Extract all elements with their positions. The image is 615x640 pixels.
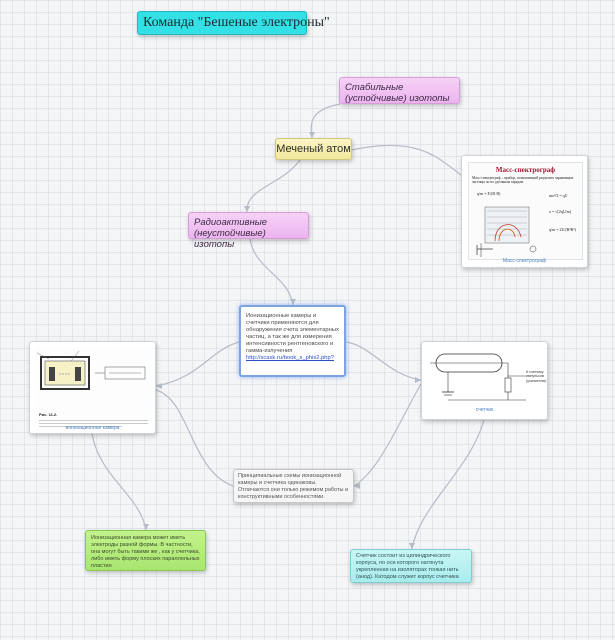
- counter-label-lines: К счетчику импульсов (усилителю): [526, 370, 546, 383]
- chamber-schematic: [36, 350, 146, 390]
- labeled-atom-node[interactable]: Меченый атом: [275, 138, 352, 160]
- link-atom-spectro: [351, 144, 462, 176]
- link-atom-radioactive: [246, 159, 301, 213]
- chamber-figure-rule-1: [39, 420, 148, 421]
- counter-label-3: (усилителю): [526, 378, 547, 383]
- chamber-note-text: Ионизационная камера может иметь электро…: [91, 535, 200, 569]
- chambers-info-link[interactable]: http://scask.ru/book_s_phis2.php?: [246, 355, 334, 361]
- counter-label-2: импульсов: [526, 374, 544, 379]
- stable-isotopes-node[interactable]: Стабильные (устойчивые) изотопы: [339, 77, 460, 104]
- link-chamber-diff: [155, 389, 234, 487]
- radioactive-isotopes-node[interactable]: Радиоактивные (неустойчивые) изотопы: [188, 212, 309, 250]
- spectrograph-schematic: [476, 206, 537, 257]
- spectro-formula-1: q/m = E/(B·B): [477, 191, 501, 196]
- spectro-caption[interactable]: Масс-спектрограф: [502, 258, 547, 264]
- diagram-title[interactable]: Команда "Бешеные электроны": [137, 11, 330, 35]
- spectro-definition: Масс-спектрограф – прибор, позволяющий р…: [472, 176, 574, 185]
- link-counter-diff: [353, 383, 422, 487]
- differences-node[interactable]: Принципиальные схемы ионизационной камер…: [233, 469, 354, 503]
- chambers-info-text: Ионизационные камеры и счетчики применяю…: [246, 313, 339, 354]
- ionization-chamber-card[interactable]: Рис. 11.2. ионизационная камера: [29, 341, 156, 434]
- link-info-counter: [345, 341, 422, 381]
- chamber-figure-rule-3: [39, 426, 122, 427]
- link-stable-atom: [310, 103, 341, 139]
- counter-note-text: Счетчик состоит из цилиндрического корпу…: [356, 553, 459, 580]
- spectro-formula-3: υ = √(2qU/m): [549, 209, 572, 214]
- ionization-chamber-image: Рис. 11.2.: [35, 347, 152, 427]
- radioactive-isotopes-text: Радиоактивные (неустойчивые) изотопы: [194, 217, 267, 250]
- chamber-figure-label: Рис. 11.2.: [39, 412, 58, 417]
- mass-spectrograph-image: Масс-спектрограф Масс-спектрограф – приб…: [468, 162, 583, 260]
- counter-note-node[interactable]: Счетчик состоит из цилиндрического корпу…: [350, 549, 472, 583]
- counter-caption[interactable]: счетчик: [475, 407, 494, 413]
- counter-schematic: [430, 353, 526, 401]
- mass-spectrograph-card[interactable]: Масс-спектрограф Масс-спектрограф – приб…: [461, 155, 588, 268]
- diagram-title-text: Команда "Бешеные электроны": [143, 15, 330, 30]
- counter-card[interactable]: К счетчику импульсов (усилителю) счетчик: [421, 341, 548, 420]
- spectro-heading: Масс-спектрограф: [495, 166, 556, 174]
- link-chamber-green: [91, 433, 147, 531]
- link-info-chamber: [155, 341, 240, 387]
- link-counter-cyan: [411, 419, 485, 550]
- chamber-note-node[interactable]: Ионизационная камера может иметь электро…: [85, 530, 206, 571]
- link-radioactive-info: [249, 238, 294, 306]
- chamber-caption[interactable]: ионизационная камера: [65, 425, 120, 431]
- chambers-info-node[interactable]: Ионизационные камеры и счетчики применяю…: [239, 305, 346, 377]
- chamber-figure-rule-2: [39, 423, 148, 424]
- differences-text: Принципиальные схемы ионизационной камер…: [238, 473, 349, 500]
- labeled-atom-text: Меченый атом: [276, 143, 351, 155]
- spectro-formula-2: mυ²/2 = qU: [549, 193, 568, 198]
- spectro-formula-4: q/m = 2U/(R²B²): [549, 227, 576, 232]
- counter-label-1: К счетчику: [526, 370, 544, 374]
- stable-isotopes-text: Стабильные (устойчивые) изотопы: [345, 82, 450, 104]
